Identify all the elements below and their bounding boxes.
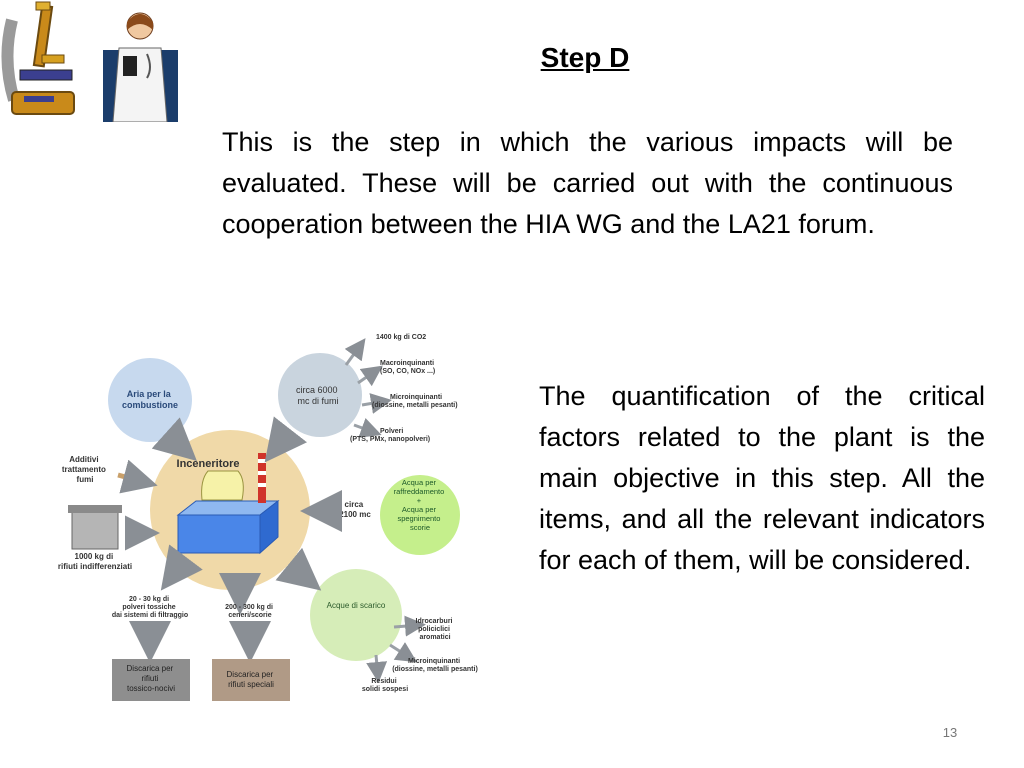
- waste-label-line: rifiuti indifferenziati: [58, 562, 132, 571]
- water-in-label-line: raffreddamento: [394, 487, 445, 496]
- doctor-icon: [103, 12, 178, 122]
- water-output-line: policiclici: [418, 626, 450, 633]
- emission-label-line: Polveri: [380, 428, 403, 435]
- page-number: 13: [942, 725, 958, 740]
- svg-text:Microinquinanti (diossine,: Microinquinanti (diossine, metalli pesan…: [392, 658, 478, 673]
- water-amount-line: 2100 mc: [339, 510, 371, 519]
- water-in-label-line: spegnimento: [397, 514, 440, 523]
- water-amount-line: circa: [345, 500, 364, 509]
- svg-text:Acqua per raffreddamento: Acqua per raffreddamento + Acqua per spe…: [394, 478, 447, 532]
- air-label-line: Aria per la: [127, 389, 172, 399]
- toxic-dust-line: polveri tossiche: [122, 604, 175, 611]
- fumes-label-line: circa 6000: [296, 385, 338, 395]
- additives-label-line: fumi: [77, 475, 94, 484]
- special-landfill-box: [212, 659, 290, 701]
- wastewater-circle: [310, 569, 402, 661]
- fumes-circle: [278, 353, 362, 437]
- svg-text:Polveri (PTS, PMx, nanopol: Polveri (PTS, PMx, nanopolveri): [350, 428, 430, 443]
- svg-text:200 - 300 kg di ceneri/sco: 200 - 300 kg di ceneri/scorie: [225, 604, 275, 619]
- water-output-line: Idrocarburi: [416, 618, 453, 625]
- water-in-circle: [380, 475, 460, 555]
- svg-text:Discarica per rifiuti spec: Discarica per rifiuti speciali: [227, 670, 276, 689]
- waste-label-line: 1000 kg di: [75, 552, 114, 561]
- water-in-label-line: scorie: [410, 523, 430, 532]
- additives-label-line: trattamento: [62, 465, 106, 474]
- emission-label-line: Macroinquinanti: [380, 360, 434, 367]
- water-in-label-line: Acqua per: [402, 505, 437, 514]
- toxic-dust-line: 20 - 30 kg di: [129, 596, 169, 603]
- emission-label-line: Microinquinanti: [390, 394, 442, 401]
- svg-text:Residui solidi sospesi: Residui solidi sospesi: [362, 678, 408, 693]
- water-in-label-line: +: [417, 496, 422, 505]
- slide-title: Step D: [540, 42, 630, 73]
- additives-label-line: Additivi: [69, 455, 98, 464]
- emission-label-line: (PTS, PMx, nanopolveri): [350, 436, 430, 443]
- water-output-line: Residui: [371, 678, 396, 685]
- toxic-landfill-box: [112, 659, 190, 701]
- emission-label-line: 1400 kg di CO2: [376, 334, 426, 341]
- landfill-special-line: rifiuti speciali: [228, 680, 274, 689]
- landfill-toxic-line: rifiuti: [141, 674, 158, 683]
- landfill-toxic-line: Discarica per: [127, 664, 174, 673]
- landfill-toxic-line: tossico-nocivi: [127, 684, 175, 693]
- incinerator-label: Inceneritore: [177, 458, 240, 470]
- svg-text:1400 kg di CO2: 1400 kg di CO2: [376, 334, 426, 341]
- fumes-label-line: mc di fumi: [297, 396, 338, 406]
- water-in-label-line: Acqua per: [402, 478, 437, 487]
- svg-text:Discarica per rifiuti: Discarica per rifiuti tossico-nocivi: [127, 664, 176, 693]
- emission-label-line: (diossine, metalli pesanti): [372, 402, 458, 409]
- air-label-line: combustione: [122, 400, 178, 410]
- incinerator-flow-diagram: Inceneritore Aria per la combustione Add…: [58, 334, 478, 701]
- svg-text:Idrocarburi policiclici: Idrocarburi policiclici aromatici: [416, 618, 455, 641]
- landfill-special-line: Discarica per: [227, 670, 274, 679]
- svg-text:1000 kg di rifiuti indiffe: 1000 kg di rifiuti indifferenziati: [58, 552, 132, 571]
- emission-label-line: (SO, CO, NOx ...): [380, 368, 435, 375]
- svg-text:20 - 30 kg di polveri toss: 20 - 30 kg di polveri tossiche dai siste…: [112, 596, 188, 619]
- microscope-icon: [1, 1, 75, 115]
- ash-line: 200 - 300 kg di: [225, 604, 273, 611]
- toxic-dust-line: dai sistemi di filtraggio: [112, 612, 188, 619]
- wastewater-label: Acque di scarico: [327, 601, 386, 610]
- ash-line: ceneri/scorie: [228, 612, 271, 619]
- water-output-line: aromatici: [419, 634, 450, 641]
- svg-text:circa 6000 mc di fumi: circa 6000 mc di fumi: [296, 385, 340, 406]
- water-output-line: solidi sospesi: [362, 686, 408, 693]
- objective-paragraph: The quantification of the critical facto…: [539, 381, 985, 575]
- svg-text:Additivi trattamento f: Additivi trattamento fumi: [62, 455, 108, 484]
- svg-text:circa 2100 mc: circa 2100 mc: [339, 500, 371, 519]
- svg-text:Aria per la combustione: Aria per la combustione: [122, 389, 178, 410]
- water-output-line: Microinquinanti: [408, 658, 460, 665]
- svg-text:Microinquinanti (diossine,: Microinquinanti (diossine, metalli pesan…: [372, 394, 458, 409]
- intro-paragraph: This is the step in which the various im…: [222, 127, 953, 239]
- water-output-line: (diossine, metalli pesanti): [392, 666, 478, 673]
- svg-text:Macroinquinanti (SO, CO, N: Macroinquinanti (SO, CO, NOx ...): [380, 360, 436, 375]
